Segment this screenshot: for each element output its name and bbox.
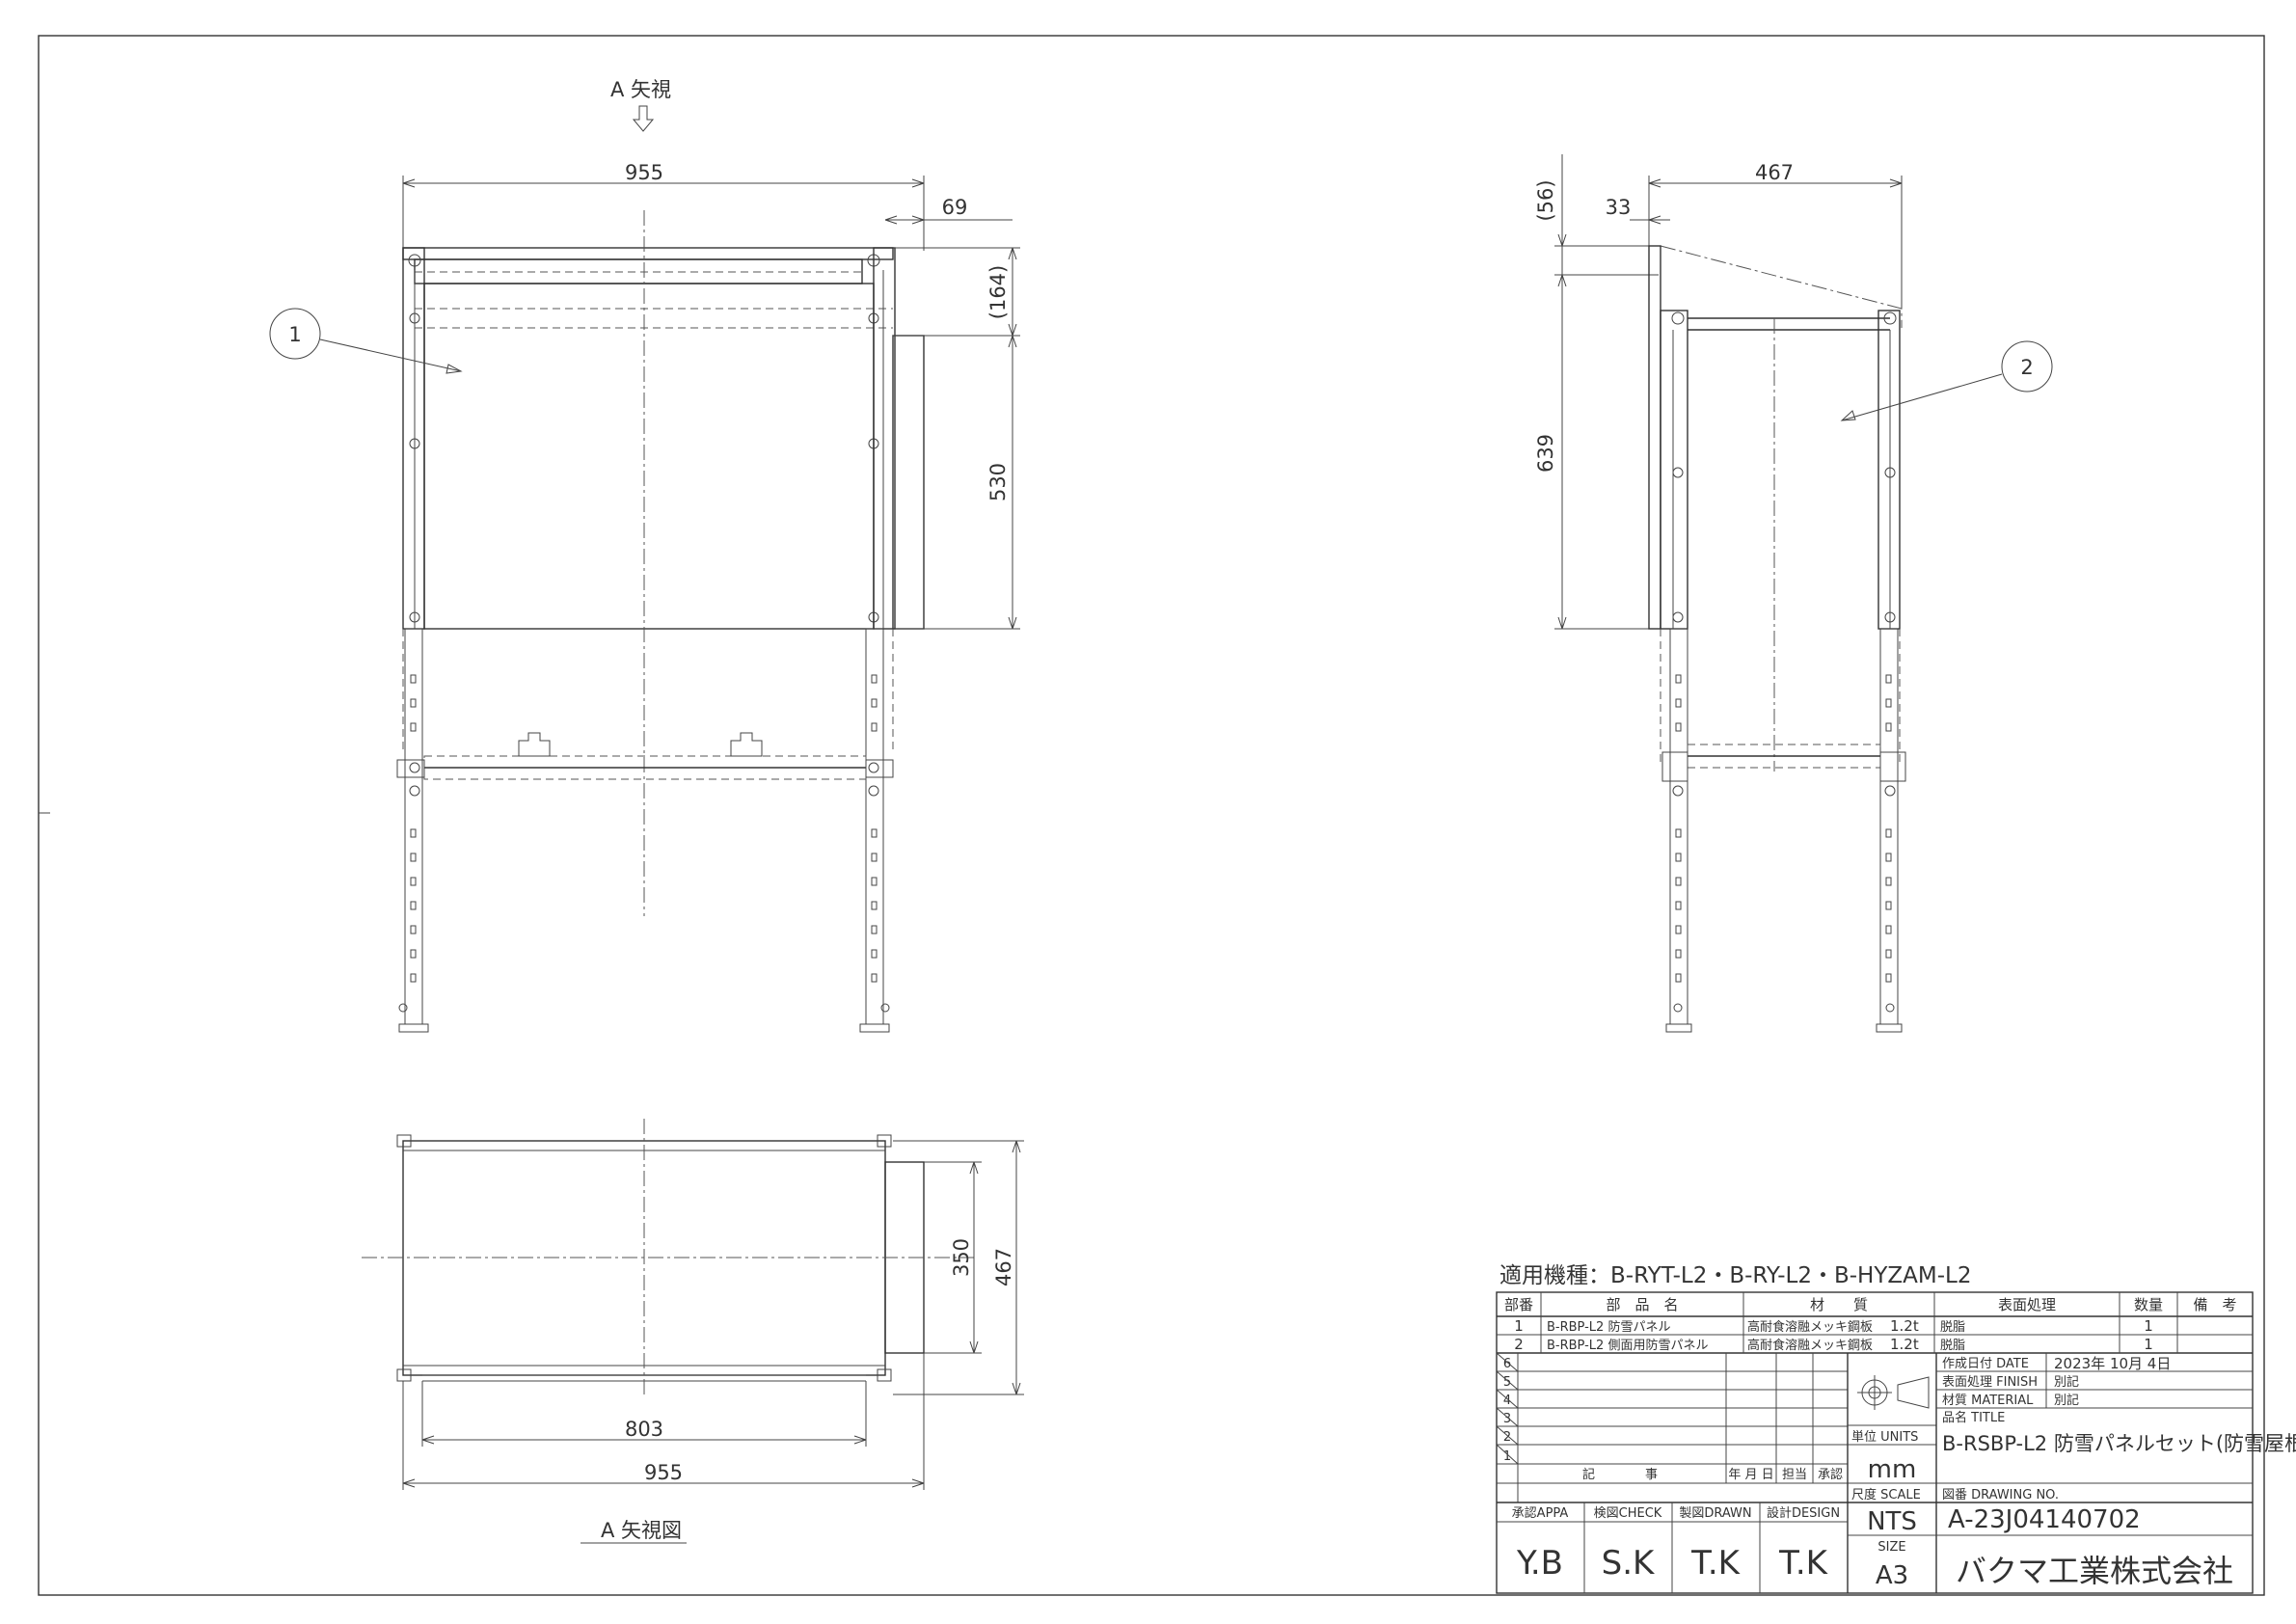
part-row-2-no: 2 [1514,1336,1524,1353]
part-row-1-thickness: 1.2t [1890,1317,1919,1335]
side-view: 467 33 (56) 639 [1534,154,2053,1033]
signature-label-design: 設計DESIGN [1767,1505,1840,1521]
signature-check: S.K [1602,1544,1656,1583]
units-value: mm [1868,1455,1917,1484]
plan-inner-width-dim: 803 [625,1418,663,1441]
applicable-models: 適用機種：B-RYT-L2・B-RY-L2・B-HYZAM-L2 [1499,1263,1971,1288]
finish-value: 別記 [2054,1374,2079,1390]
part-balloon-2: 2 [2020,356,2033,379]
header-remarks: 備 考 [2193,1296,2236,1313]
finish-label: 表面処理 FINISH [1942,1375,2038,1390]
size-label: SIZE [1877,1540,1905,1555]
revision-header-date: 年 月 日 [1728,1468,1773,1482]
part-row-2-name: B-RBP-L2 側面用防雪パネル [1547,1338,1708,1353]
scale-value: NTS [1867,1507,1917,1536]
part-row-1-name: B-RBP-L2 防雪パネル [1547,1319,1670,1335]
size-value: A3 [1876,1561,1908,1590]
revision-header-person: 担当 [1782,1468,1807,1482]
signature-label-drawn: 製図DRAWN [1679,1506,1751,1521]
drawing-no-value: A-23J04140702 [1948,1505,2141,1534]
revision-header-approve: 承認 [1818,1467,1843,1482]
company-name: バクマ工業株式会社 [1956,1553,2233,1589]
header-material: 材 質 [1810,1296,1868,1313]
side-top-dim: (56) [1534,179,1557,221]
front-top-dim: (164) [986,265,1010,319]
revision-mark-6: 6 [1503,1357,1511,1371]
view-arrow-label: A 矢視 [610,78,671,101]
part-row-1-qty: 1 [2144,1317,2153,1335]
side-height-dim: 639 [1534,434,1557,473]
part-row-2-surface: 脱脂 [1940,1339,1965,1353]
revision-mark-4: 4 [1503,1394,1511,1408]
signature-label-check: 検図CHECK [1594,1506,1662,1521]
header-qty: 数量 [2134,1296,2163,1313]
date-label: 作成日付 DATE [1942,1357,2029,1371]
material-value: 別記 [2054,1393,2079,1408]
side-offset-dim: 33 [1606,196,1632,219]
plan-inner-depth-dim: 350 [950,1238,973,1277]
header-part-name: 部 品 名 [1606,1296,1678,1313]
revision-mark-3: 3 [1503,1412,1511,1426]
plan-view: 350 467 803 955 A 矢視図 [362,1119,1024,1544]
part-row-2-qty: 1 [2144,1336,2153,1353]
signature-drawn: T.K [1690,1544,1742,1583]
part-balloon-1: 1 [288,323,301,346]
front-view: A 矢視 955 69 [269,78,1020,1033]
signature-design: T.K [1778,1544,1829,1583]
part-row-1-material: 高耐食溶融メッキ鋼板 [1747,1319,1873,1335]
material-label: 材質 MATERIAL [1942,1394,2034,1408]
front-width-dim: 955 [625,161,663,184]
part-row-1-no: 1 [1514,1317,1524,1335]
revision-mark-5: 5 [1503,1375,1511,1390]
date-value: 2023年 10月 4日 [2054,1355,2171,1372]
side-depth-dim: 467 [1755,161,1794,184]
title-block: 適用機種：B-RYT-L2・B-RY-L2・B-HYZAM-L2 部番 部 品 … [1496,1263,2296,1594]
header-part-no: 部番 [1504,1296,1533,1313]
title-label: 品名 TITLE [1942,1410,2005,1425]
revision-mark-2: 2 [1503,1430,1511,1445]
plan-view-caption: A 矢視図 [601,1519,682,1542]
title-value: B-RSBP-L2 防雪パネルセット(防雪屋根用) [1942,1432,2296,1455]
signature-approve: Y.B [1516,1544,1563,1583]
units-label: 単位 UNITS [1851,1429,1918,1445]
revision-mark-1: 1 [1503,1449,1511,1464]
view-arrow-icon [632,105,655,132]
part-row-2-material: 高耐食溶融メッキ鋼板 [1747,1338,1873,1353]
plan-width-dim: 955 [644,1461,683,1484]
plan-depth-dim: 467 [992,1248,1015,1286]
front-side-dim: 69 [942,196,968,219]
revision-header-record: 記 事 [1582,1467,1658,1482]
sheet-border [38,35,2265,1596]
front-panel-dim: 530 [986,463,1010,501]
part-row-1-surface: 脱脂 [1940,1320,1965,1335]
scale-label: 尺度 SCALE [1851,1487,1921,1502]
part-row-2-thickness: 1.2t [1890,1336,1919,1353]
header-surface: 表面処理 [1998,1296,2056,1313]
signature-label-approve: 承認APPA [1512,1505,1569,1521]
drawing-no-label: 図番 DRAWING NO. [1942,1488,2059,1502]
